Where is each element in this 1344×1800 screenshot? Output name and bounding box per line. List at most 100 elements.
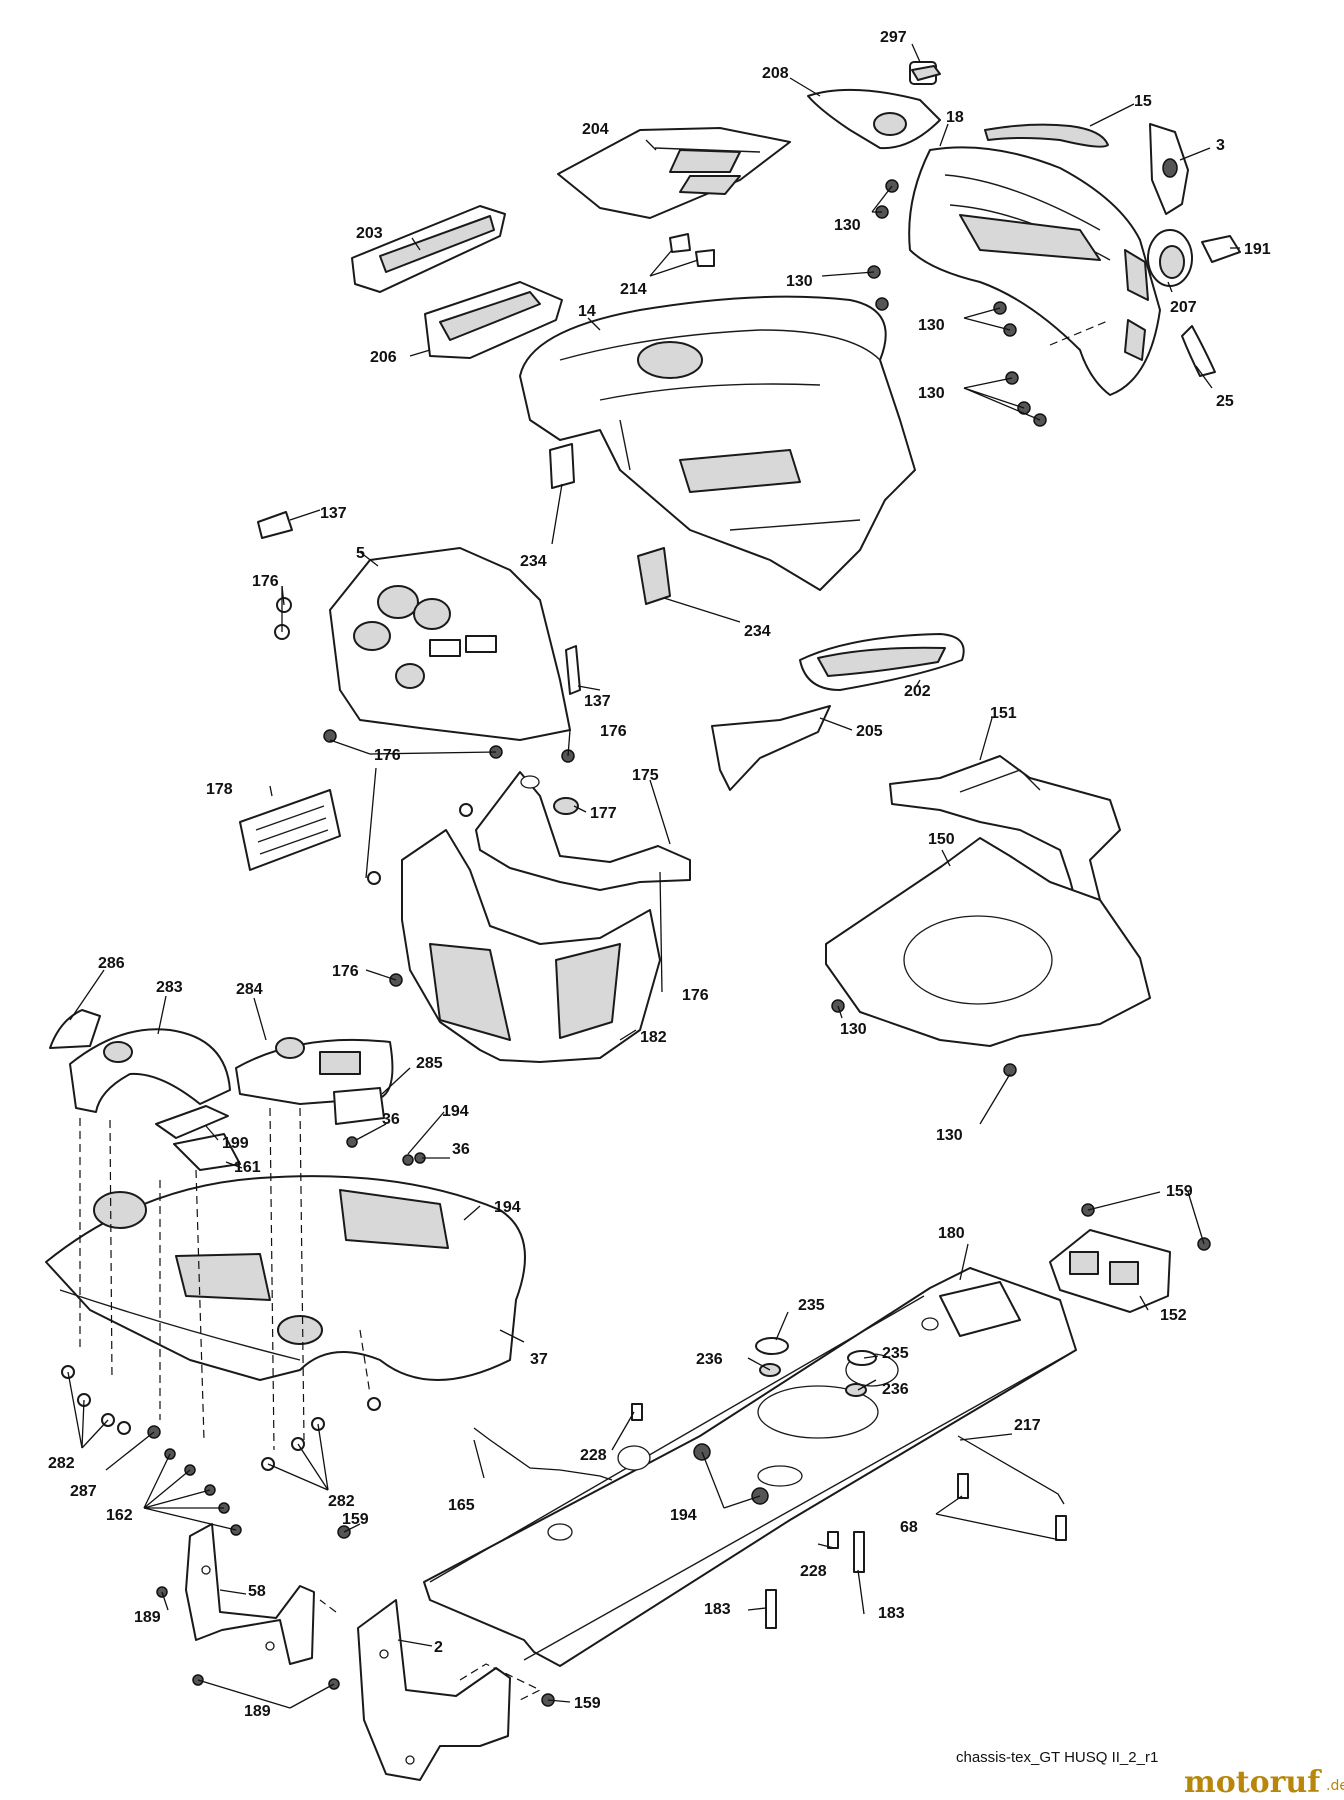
label-175: 175	[632, 767, 659, 784]
label-161: 161	[234, 1159, 261, 1176]
part-214-clips	[669, 233, 715, 267]
label-176e: 176	[682, 987, 709, 1004]
label-214: 214	[620, 281, 647, 298]
part-206-vent	[424, 281, 563, 359]
label-151: 151	[990, 705, 1017, 722]
part-286-cap	[49, 1009, 101, 1049]
part-182-lower-console	[401, 829, 661, 1063]
part-130-screws-hood	[867, 179, 1047, 427]
label-234b: 234	[744, 623, 771, 640]
label-176b: 176	[600, 723, 627, 740]
label-176a: 176	[252, 573, 279, 590]
label-235a: 235	[798, 1297, 825, 1314]
label-162: 162	[106, 1507, 133, 1524]
label-178: 178	[206, 781, 233, 798]
part-284-console-cover	[235, 1037, 394, 1105]
part-18-grille-assembly	[908, 146, 1161, 396]
label-189b: 189	[244, 1703, 271, 1720]
label-137b: 137	[584, 693, 611, 710]
diagram-caption: chassis-tex_GT HUSQ II_2_r1	[956, 1749, 1158, 1766]
part-191-clip	[1201, 235, 1241, 263]
part-137-clip-b	[565, 645, 581, 695]
label-177: 177	[590, 805, 617, 822]
part-14-hood	[519, 295, 916, 591]
label-130f: 130	[936, 1127, 963, 1144]
part-2-bracket	[357, 1599, 511, 1781]
label-180: 180	[938, 1225, 965, 1242]
label-205: 205	[856, 723, 883, 740]
part-137-clip-a	[257, 511, 293, 539]
label-165: 165	[448, 1497, 475, 1514]
part-217-rod	[957, 1435, 1065, 1505]
label-287: 287	[70, 1483, 97, 1500]
part-130-screws-shield	[831, 999, 1017, 1077]
part-183-bolts	[765, 1531, 865, 1629]
label-204: 204	[582, 121, 609, 138]
label-207: 207	[1170, 299, 1197, 316]
part-labels: 297 208 15 18 3 204 130 191 203 130 214 …	[48, 29, 1271, 1720]
label-286: 286	[98, 955, 125, 972]
leader-lines	[67, 43, 1240, 1709]
label-283: 283	[156, 979, 183, 996]
label-14: 14	[578, 303, 596, 320]
label-202: 202	[904, 683, 931, 700]
label-189a: 189	[134, 1609, 161, 1626]
label-3: 3	[1216, 137, 1225, 154]
part-36-screws	[346, 1136, 426, 1164]
part-234-decal-b	[637, 547, 671, 605]
label-228b: 228	[800, 1563, 827, 1580]
label-5: 5	[356, 545, 365, 562]
part-208-headlight-housing	[807, 88, 941, 150]
part-165-rod	[473, 1427, 613, 1481]
label-217: 217	[1014, 1417, 1041, 1434]
label-152: 152	[1160, 1307, 1187, 1324]
label-206: 206	[370, 349, 397, 366]
part-25-trim	[1181, 325, 1216, 377]
part-205-trim	[711, 705, 831, 791]
label-130e: 130	[840, 1021, 867, 1038]
part-234-decal-a	[549, 443, 575, 489]
label-199: 199	[222, 1135, 249, 1152]
label-183a: 183	[704, 1601, 731, 1618]
part-235-spacers	[755, 1337, 877, 1366]
label-150: 150	[928, 831, 955, 848]
fender-alignment-lines	[79, 1107, 371, 1451]
label-235b: 235	[882, 1345, 909, 1362]
part-150-shield	[825, 837, 1151, 1047]
part-175-bracket	[475, 771, 691, 891]
part-68-bolts	[957, 1473, 1067, 1541]
label-58: 58	[248, 1583, 266, 1600]
label-282b: 282	[328, 1493, 355, 1510]
label-285: 285	[416, 1055, 443, 1072]
part-3-bracket	[1149, 123, 1189, 215]
part-297-bulb	[909, 61, 941, 85]
watermark-suffix: .de	[1326, 1778, 1344, 1794]
label-194b: 194	[494, 1199, 521, 1216]
part-178-vent-plate	[239, 789, 341, 871]
label-236a: 236	[696, 1351, 723, 1368]
part-207-headlight	[1147, 229, 1193, 287]
label-36a: 36	[382, 1111, 400, 1128]
label-130b: 130	[786, 273, 813, 290]
part-5-dash-panel	[329, 547, 571, 741]
label-182: 182	[640, 1029, 667, 1046]
label-208: 208	[762, 65, 789, 82]
part-202-grille	[799, 633, 965, 691]
label-203: 203	[356, 225, 383, 242]
label-37: 37	[530, 1351, 548, 1368]
part-161-bracket	[173, 1133, 241, 1171]
label-18: 18	[946, 109, 964, 126]
label-284: 284	[236, 981, 263, 998]
label-191: 191	[1244, 241, 1271, 258]
label-2: 2	[434, 1639, 443, 1656]
label-130c: 130	[918, 317, 945, 334]
part-177-knob	[553, 797, 579, 815]
part-152-bracket	[1049, 1229, 1171, 1313]
label-137a: 137	[320, 505, 347, 522]
part-180-frame	[423, 1267, 1077, 1667]
label-194c: 194	[670, 1507, 697, 1524]
label-68: 68	[900, 1519, 918, 1536]
part-37-fender	[45, 1175, 526, 1381]
label-130d: 130	[918, 385, 945, 402]
label-159a: 159	[1166, 1183, 1193, 1200]
